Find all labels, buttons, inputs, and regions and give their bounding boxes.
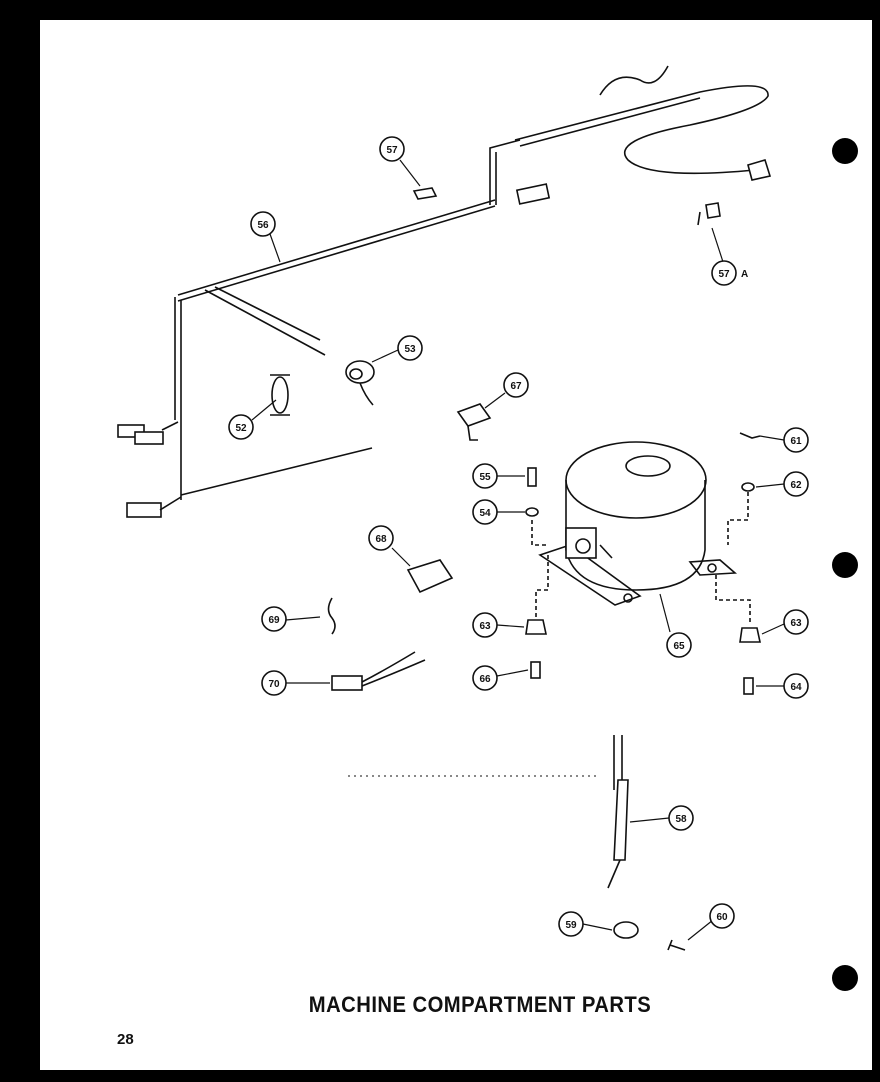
- callout-57a: 57 A: [711, 260, 748, 286]
- part-65-compressor: [538, 441, 738, 606]
- callout-58: 58: [668, 805, 694, 831]
- mount-line-left: [535, 555, 549, 618]
- svg-text:67: 67: [510, 381, 522, 392]
- svg-text:59: 59: [565, 920, 577, 931]
- part-59-knob: [613, 921, 639, 939]
- callout-63-left: 63: [472, 612, 498, 638]
- svg-text:61: 61: [790, 436, 802, 447]
- callout-70: 70: [261, 670, 287, 696]
- callout-62: 62: [783, 471, 809, 497]
- svg-text:53: 53: [404, 344, 416, 355]
- svg-text:70: 70: [268, 679, 280, 690]
- svg-text:55: 55: [479, 472, 491, 483]
- callout-67: 67: [503, 372, 529, 398]
- callout-69: 69: [261, 606, 287, 632]
- callout-60: 60: [709, 903, 735, 929]
- part-64-sleeve: [743, 677, 754, 695]
- callout-66: 66: [472, 665, 498, 691]
- svg-text:A: A: [741, 269, 748, 280]
- svg-text:60: 60: [716, 912, 728, 923]
- svg-text:62: 62: [790, 480, 802, 491]
- wire-harness-drawing: [117, 65, 772, 518]
- binder-hole-top: [832, 138, 858, 164]
- part-69-clip: [327, 597, 336, 635]
- callout-52: 52: [228, 414, 254, 440]
- svg-text:66: 66: [479, 674, 491, 685]
- binder-hole-bottom: [832, 965, 858, 991]
- svg-text:63: 63: [479, 621, 491, 632]
- leader-lines: [251, 159, 785, 941]
- part-63-grommet-right: [739, 627, 761, 643]
- page-number: 28: [117, 1031, 134, 1048]
- svg-text:56: 56: [257, 220, 269, 231]
- svg-text:63: 63: [790, 618, 802, 629]
- svg-text:64: 64: [790, 682, 802, 693]
- callout-59: 59: [558, 911, 584, 937]
- part-62-washer: [741, 482, 755, 492]
- callout-54: 54: [472, 499, 498, 525]
- part-58-probe: [607, 735, 629, 889]
- svg-text:57: 57: [718, 269, 730, 280]
- mount-line-right: [715, 575, 751, 625]
- svg-text:65: 65: [673, 641, 685, 652]
- paper-area: [40, 20, 872, 1070]
- svg-text:69: 69: [268, 615, 280, 626]
- part-60-screw: [667, 939, 686, 951]
- mount-line-right-top: [727, 492, 749, 545]
- part-61-clip: [739, 432, 761, 439]
- callout-56: 56: [250, 211, 276, 237]
- part-52-bracket: [270, 374, 290, 416]
- mount-line-left-top: [531, 520, 548, 546]
- svg-text:54: 54: [479, 508, 491, 519]
- callout-65: 65: [666, 632, 692, 658]
- callout-61: 61: [783, 427, 809, 453]
- part-54-washer: [525, 507, 539, 517]
- svg-text:52: 52: [235, 423, 247, 434]
- callout-53: 53: [397, 335, 423, 361]
- part-53-sensor: [345, 360, 375, 406]
- part-57-clip: [412, 187, 438, 200]
- part-70-connector: [331, 651, 426, 691]
- svg-text:58: 58: [675, 814, 687, 825]
- callout-64: 64: [783, 673, 809, 699]
- part-63-grommet-left: [525, 619, 547, 635]
- callout-57: 57: [379, 136, 405, 162]
- callout-55: 55: [472, 463, 498, 489]
- binder-hole-middle: [832, 552, 858, 578]
- part-55-bolt: [527, 467, 537, 487]
- part-66-sleeve: [530, 661, 541, 679]
- svg-text:68: 68: [375, 534, 387, 545]
- part-57a-clip: [697, 202, 721, 226]
- part-67-relay: [456, 403, 492, 441]
- callout-68: 68: [368, 525, 394, 551]
- callout-63-right: 63: [783, 609, 809, 635]
- page-title: MACHINE COMPARTMENT PARTS: [308, 992, 652, 1017]
- svg-text:57: 57: [386, 145, 398, 156]
- part-68-cover: [406, 559, 454, 594]
